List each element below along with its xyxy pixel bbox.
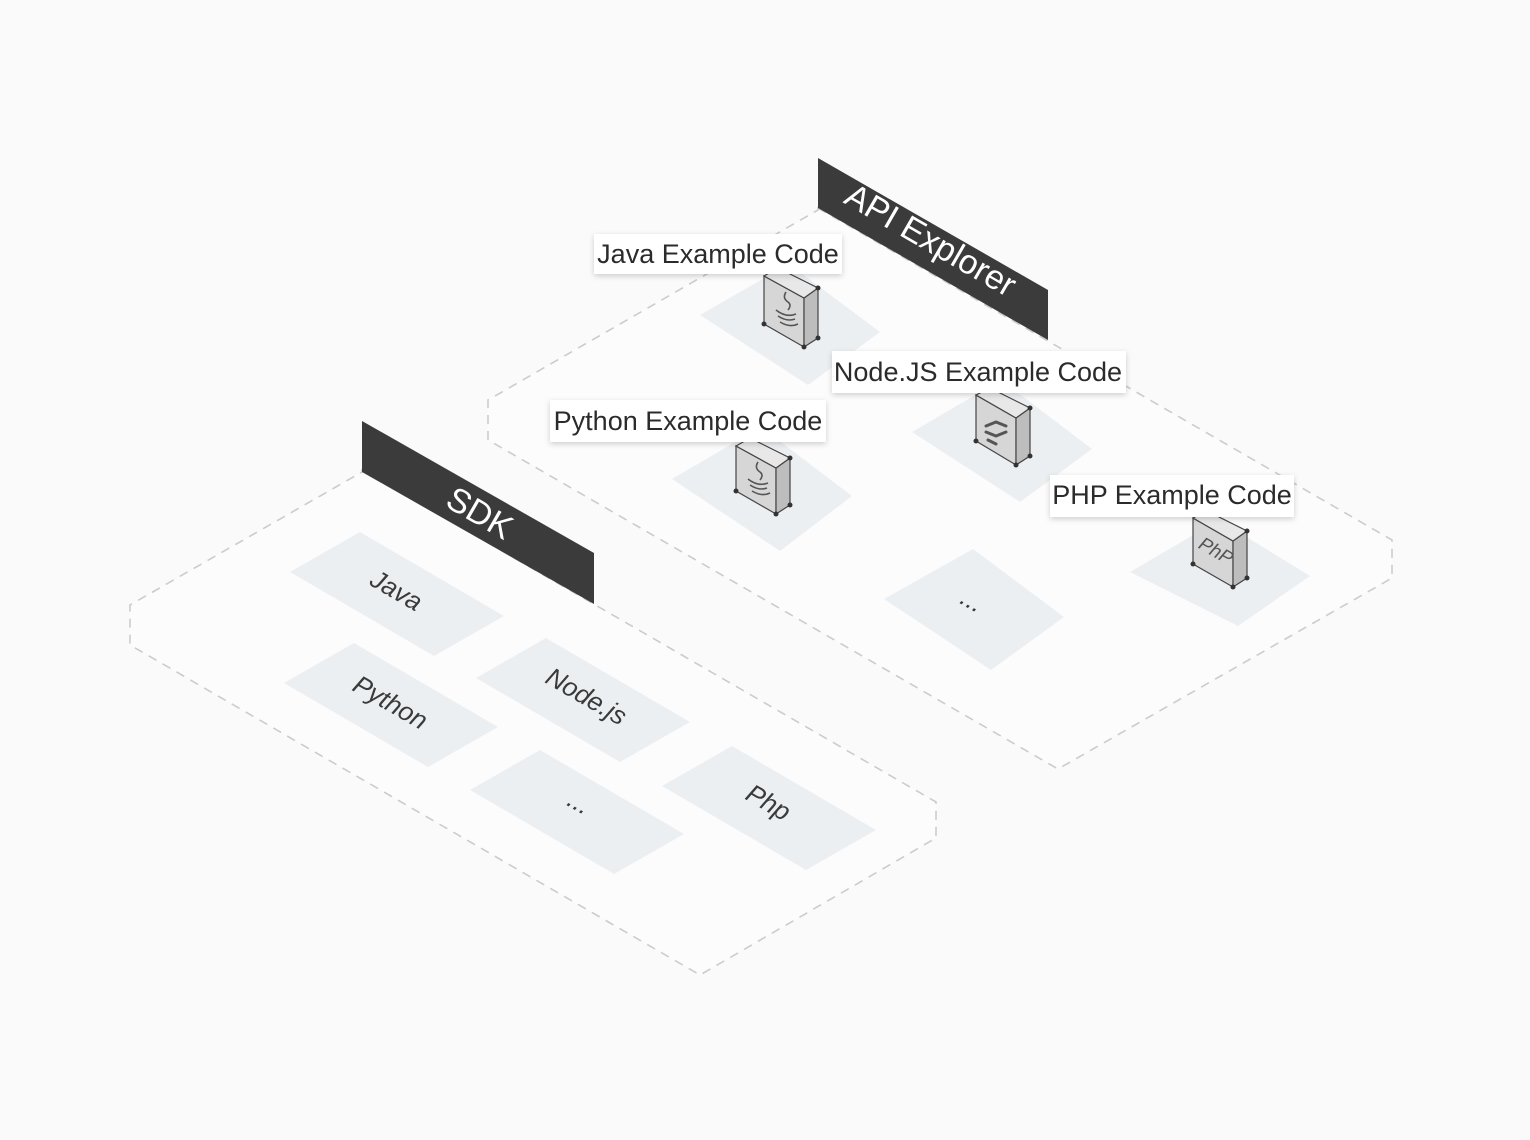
callout-python-example bbox=[550, 400, 826, 442]
java-file-icon bbox=[761, 267, 821, 350]
callout-java-example-label: Java Example Code bbox=[597, 239, 839, 269]
callout-php-example bbox=[1050, 475, 1294, 517]
api-tile-more: ... bbox=[884, 549, 1064, 670]
sdk-tile-nodejs: Node.js bbox=[476, 638, 690, 762]
callout-java-example bbox=[594, 234, 842, 274]
callout-nodejs-example-label: Node.JS Example Code bbox=[834, 357, 1122, 387]
sdk-tile-java: Java bbox=[290, 532, 504, 656]
php-file-icon: PhP bbox=[1190, 510, 1250, 590]
sdk-tile-more: ... bbox=[470, 750, 684, 874]
callout-nodejs-example bbox=[832, 351, 1126, 393]
sdk-platform bbox=[129, 468, 937, 976]
nodejs-file-icon bbox=[973, 387, 1033, 468]
python-file-icon bbox=[733, 437, 793, 517]
sdk-tile-python: Python bbox=[284, 643, 498, 767]
callout-python-example-label: Python Example Code bbox=[554, 406, 823, 436]
callout-php-example-label: PHP Example Code bbox=[1052, 480, 1292, 510]
sdk-tile-php: Php bbox=[662, 746, 876, 870]
